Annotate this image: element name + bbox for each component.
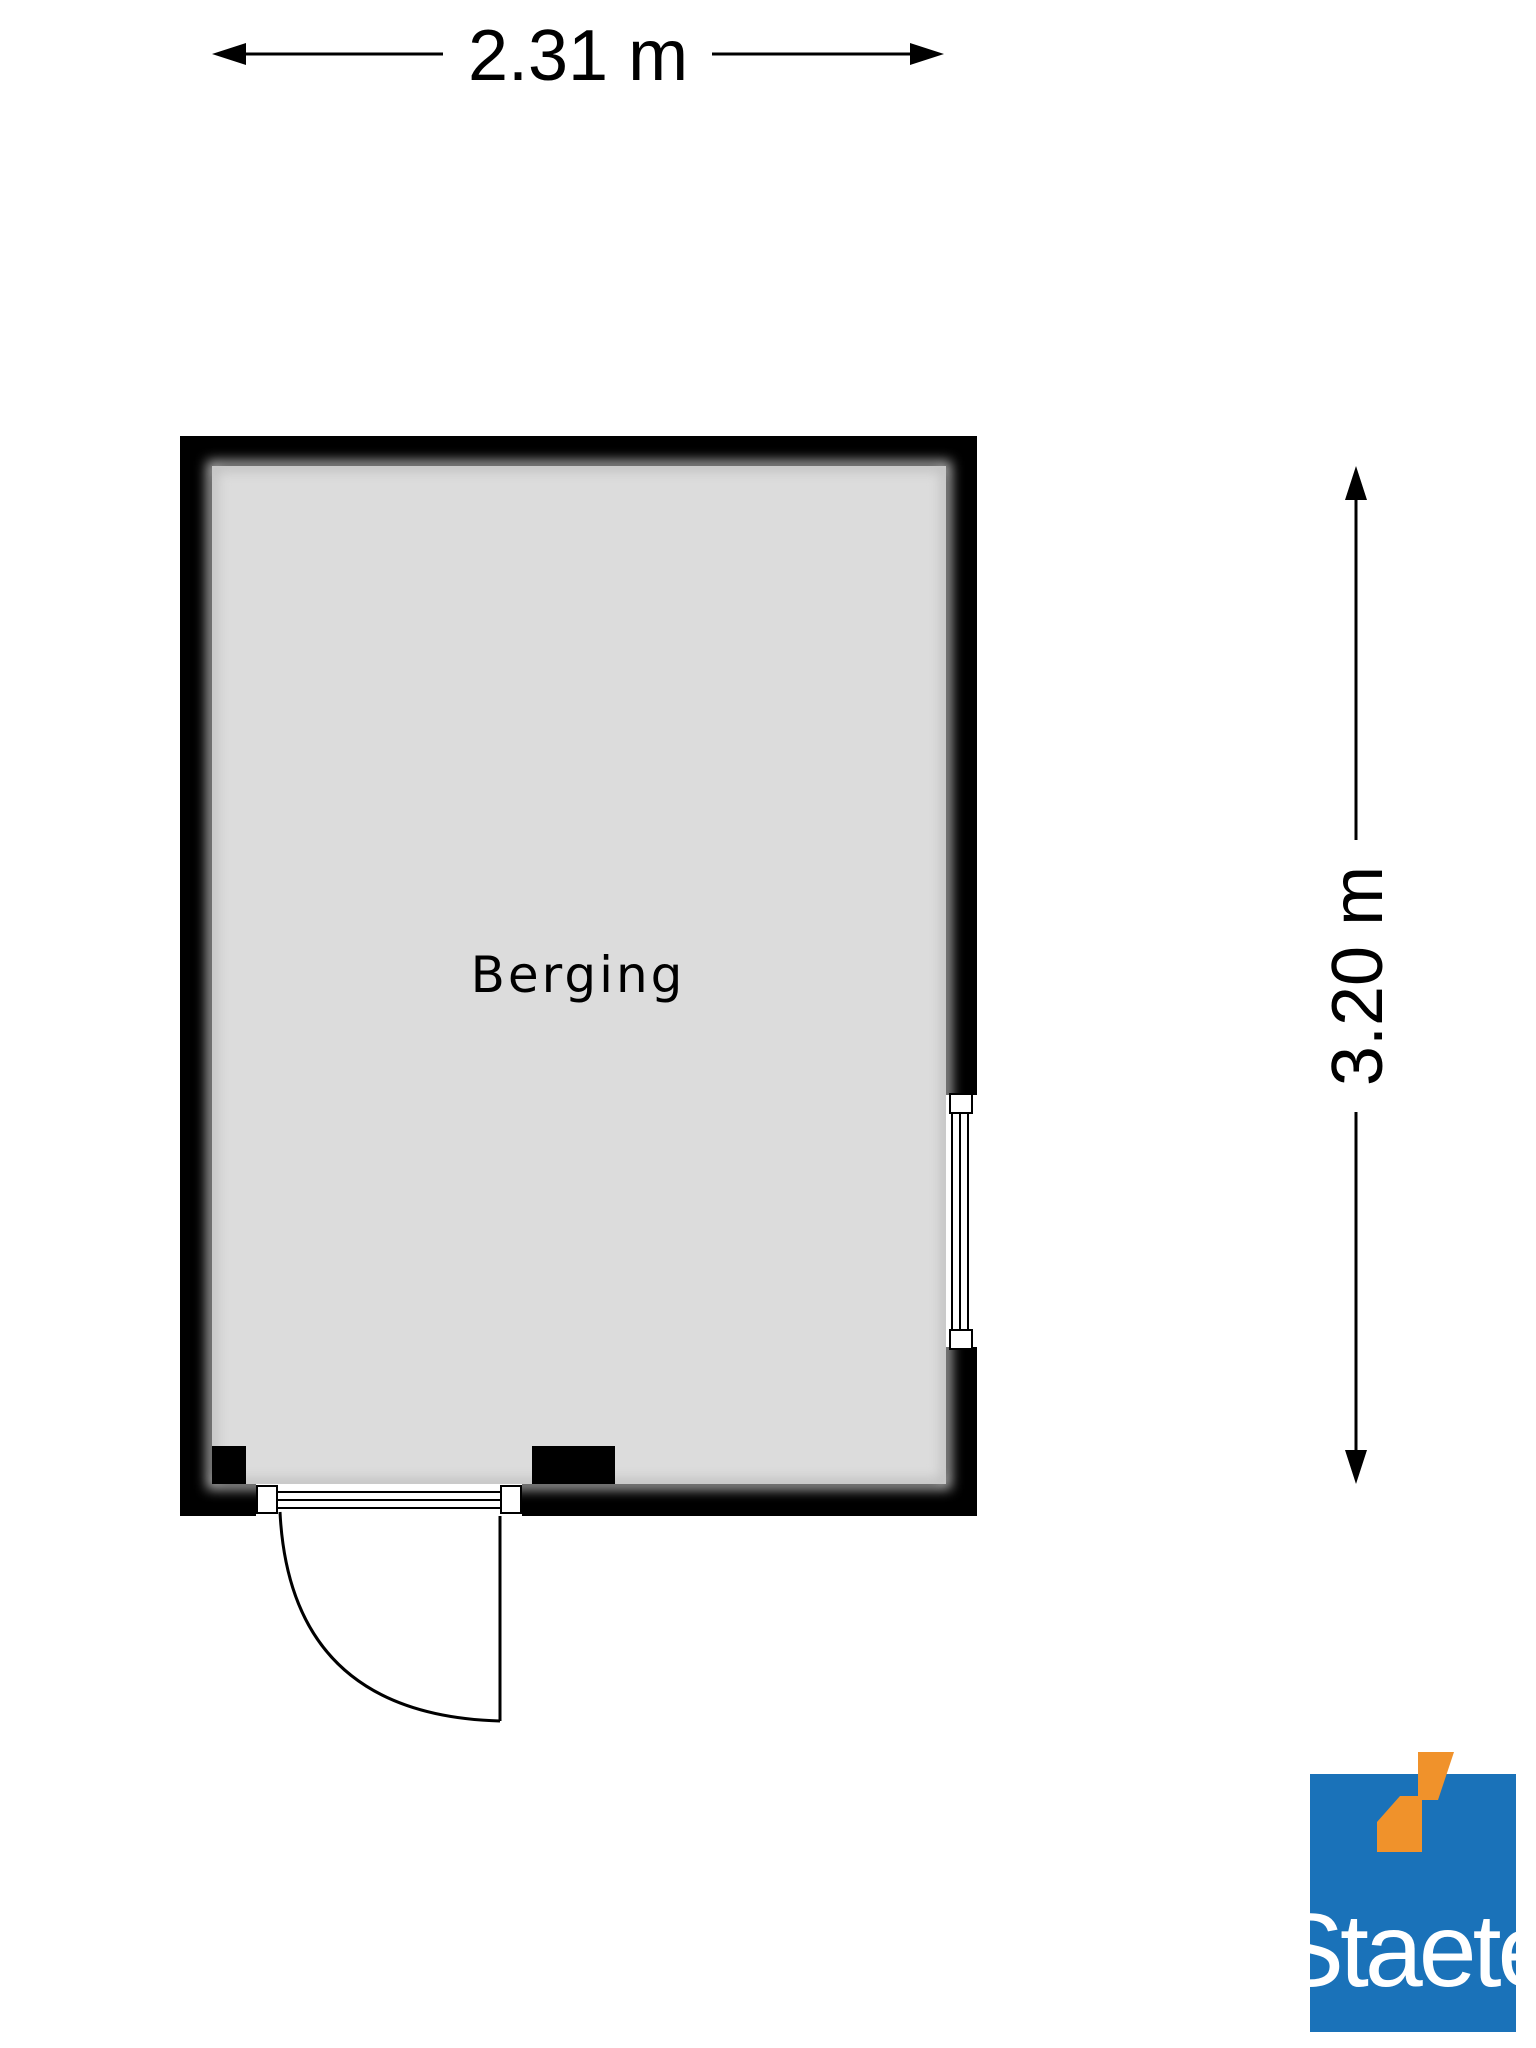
arrow-up-icon	[1345, 466, 1367, 500]
window-right	[946, 1093, 977, 1350]
arrow-left-icon	[212, 43, 246, 65]
staete-logo: Staete	[1275, 1752, 1536, 2032]
depth-dimension: 3.20 m	[1318, 466, 1398, 1484]
door-swing	[278, 1511, 502, 1723]
depth-label: 3.20 m	[1318, 866, 1398, 1086]
wall-pier-right	[532, 1446, 615, 1484]
logo-mark-icon	[1377, 1752, 1454, 1852]
room-berging: Berging	[180, 436, 977, 1723]
wall-pier-left	[212, 1446, 246, 1484]
arrow-down-icon	[1345, 1450, 1367, 1484]
room-label: Berging	[471, 946, 686, 1004]
width-dimension: 2.31 m	[212, 16, 944, 96]
room-floor	[212, 466, 946, 1484]
width-label: 2.31 m	[468, 16, 688, 96]
arrow-right-icon	[910, 43, 944, 65]
logo-brand-text: Staete	[1275, 1893, 1536, 2009]
